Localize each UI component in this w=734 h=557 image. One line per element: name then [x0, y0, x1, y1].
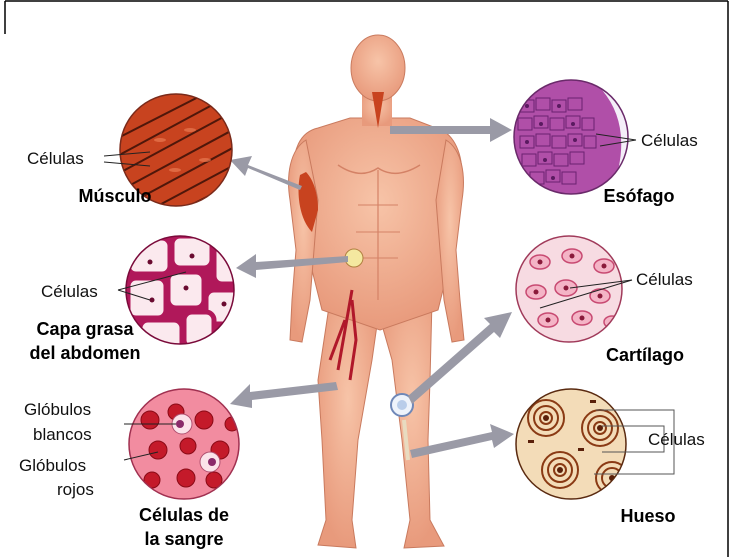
cartilage-title: Cartílago — [590, 345, 700, 366]
esophagus-tissue-circle — [512, 78, 636, 196]
fat-title-line1: Capa grasa — [10, 319, 160, 340]
muscle-tissue-circle — [104, 86, 240, 236]
bone-title: Hueso — [600, 506, 696, 527]
blood-title-line2: la sangre — [114, 529, 254, 550]
human-body — [289, 35, 464, 548]
blood-title-line1: Células de — [114, 505, 254, 526]
bone-cells-label: Células — [648, 430, 705, 449]
muscle-cells-label: Células — [27, 149, 84, 168]
esophagus-title: Esófago — [584, 186, 694, 207]
red-blood-label-line1: Glóbulos — [19, 456, 86, 475]
fat-cells-label: Células — [41, 282, 98, 301]
white-blood-label-line1: Glóbulos — [24, 400, 91, 419]
blood-tissue-circle — [124, 388, 240, 500]
red-blood-label-line2: rojos — [57, 480, 94, 499]
cartilage-tissue-circle — [516, 236, 632, 344]
muscle-title: Músculo — [60, 186, 170, 207]
esophagus-cells-label: Células — [641, 131, 698, 150]
fat-title-line2: del abdomen — [10, 343, 160, 364]
white-blood-label-line2: blancos — [33, 425, 92, 444]
cartilage-cells-label: Células — [636, 270, 693, 289]
